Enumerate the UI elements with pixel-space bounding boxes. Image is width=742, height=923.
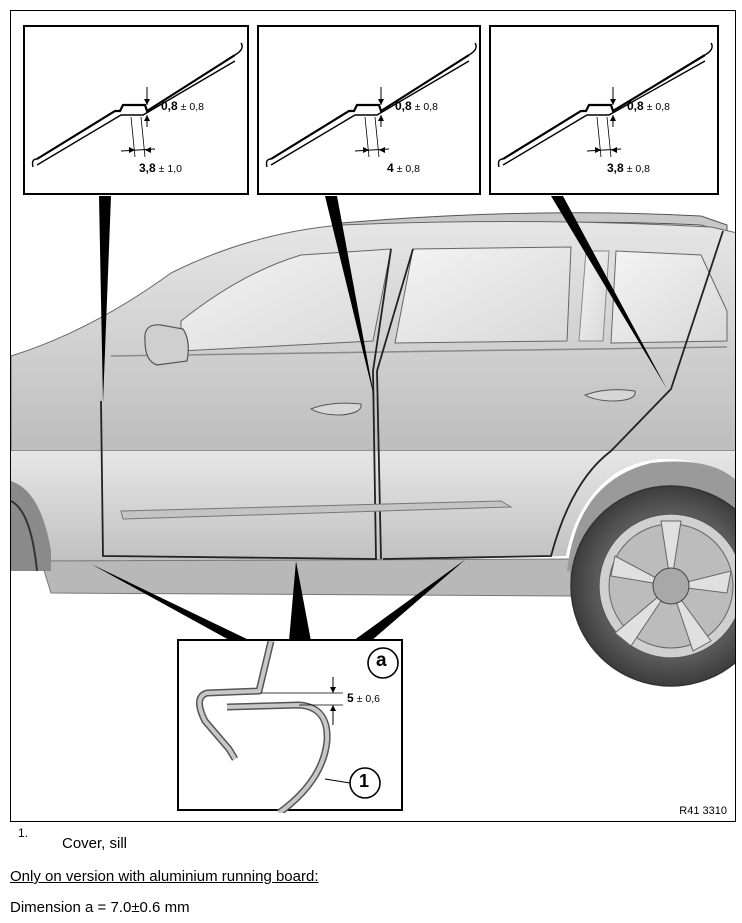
gap-value: 0,8 xyxy=(627,99,644,113)
gap-value: 0,8 xyxy=(161,99,178,113)
sill-dim-value: 5 xyxy=(347,691,354,705)
detail-inset-b-pillar: 0,8 ± 0,8 4 ± 0,8 xyxy=(257,25,481,195)
gap-tolerance: ± 0,8 xyxy=(180,101,205,113)
detail-inset-rear-door: 0,8 ± 0,8 3,8 ± 0,8 xyxy=(489,25,719,195)
detail-inset-front-door: 0,8 ± 0,8 3,8 ± 1,0 xyxy=(23,25,249,195)
diagram-figure: 0,8 ± 0,8 3,8 ± 1,0 0,8 ± 0,8 4 ± 0,8 xyxy=(10,10,736,822)
callout-number-1: 1 xyxy=(359,771,370,791)
offset-value: 3,8 xyxy=(607,161,624,175)
car-illustration xyxy=(11,196,735,687)
legend-number: 1. xyxy=(18,826,29,840)
sill-detail-inset: a 1 5 ± 0,6 xyxy=(177,639,403,813)
offset-value: 4 xyxy=(387,161,394,175)
reference-code: R41 3310 xyxy=(679,805,727,817)
gap-value: 0,8 xyxy=(395,99,412,113)
legend-text: Cover, sill xyxy=(62,835,128,852)
gap-tolerance: ± 0,8 xyxy=(414,101,439,113)
offset-tolerance: ± 0,8 xyxy=(396,163,421,175)
offset-value: 3,8 xyxy=(139,161,156,175)
offset-tolerance: ± 0,8 xyxy=(626,163,651,175)
callout-letter-a: a xyxy=(376,650,387,671)
gap-tolerance: ± 0,8 xyxy=(646,101,671,113)
offset-tolerance: ± 1,0 xyxy=(158,163,183,175)
note-heading: Only on version with aluminium running b… xyxy=(10,868,319,885)
dimension-text: Dimension a = 7.0±0.6 mm xyxy=(10,899,190,916)
sill-dim-tolerance: ± 0,6 xyxy=(356,693,381,705)
